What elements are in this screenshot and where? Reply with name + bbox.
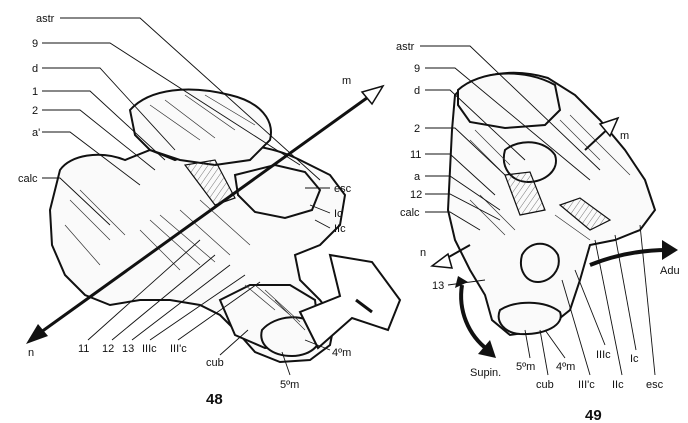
fig48-label-d: d (32, 63, 38, 75)
fig48-label-n: n (28, 347, 34, 359)
fig48-label-1: 1 (32, 86, 38, 98)
fig48-label-IIc: IIc (334, 223, 346, 235)
fig49-label-12: 12 (410, 189, 422, 201)
fig48-label-m: m (342, 75, 351, 87)
fig49-label-esc: esc (646, 379, 664, 391)
fig49-label-5m: 5ºm (516, 361, 535, 373)
fig48-label-12: 12 (102, 343, 114, 355)
figure-48-number: 48 (206, 391, 223, 408)
figure-49-cuboid (521, 244, 559, 282)
fig48-label-11: 11 (78, 343, 89, 355)
fig49-label-Adu: Adu (660, 265, 680, 277)
figure-49-number: 49 (585, 407, 602, 423)
fig49-label-calc: calc (400, 207, 420, 219)
figure-49-talus (458, 74, 560, 128)
fig49-label-IIIc: IIIc (596, 349, 611, 361)
fig49-label-11: 11 (410, 149, 421, 161)
fig49-label-IIc: IIc (612, 379, 624, 391)
fig49-label-astr: astr (396, 41, 415, 53)
fig49-label-n: n (420, 247, 426, 259)
fig48-label-2: 2 (32, 105, 38, 117)
figure-49-adduction-arrow-icon (662, 240, 678, 260)
figure-48-axis-arrow-n-icon (26, 324, 48, 344)
figure-49: astr 9 d 2 11 a 12 calc n 13 m Adu Supin… (396, 41, 680, 423)
fig49-label-2: 2 (414, 123, 420, 135)
fig48-label-cub: cub (206, 357, 224, 369)
fig49-label-Ic: Ic (630, 353, 639, 365)
fig49-label-d: d (414, 85, 420, 97)
fig48-label-9: 9 (32, 38, 38, 50)
fig49-label-cub: cub (536, 379, 554, 391)
figure-48-axis-arrow-m-icon (362, 86, 383, 104)
fig49-label-9: 9 (414, 63, 420, 75)
fig48-label-astr: astr (36, 13, 55, 25)
fig49-label-13: 13 (432, 280, 444, 292)
fig48-label-13: 13 (122, 343, 134, 355)
fig49-label-IIIprime-c: III'c (578, 379, 595, 391)
figure-49-arrow-n-icon (432, 254, 452, 268)
fig49-label-m: m (620, 130, 629, 142)
fig49-label-a: a (414, 171, 421, 183)
figure-48: astr 9 d 1 2 a' calc m esc Ic IIc n 11 1… (18, 13, 400, 408)
figure-49-metatarsal-base (499, 303, 561, 334)
fig48-label-IIIprime-c: III'c (170, 343, 187, 355)
fig49-label-supin: Supin. (470, 367, 501, 379)
fig49-label-4m: 4ºm (556, 361, 575, 373)
fig48-label-Ic: Ic (334, 208, 343, 220)
fig48-label-a-prime: a' (32, 127, 40, 139)
fig48-label-calc: calc (18, 173, 38, 185)
fig48-label-5m: 5ºm (280, 379, 299, 391)
fig48-label-esc: esc (334, 183, 352, 195)
fig48-label-IIIc: IIIc (142, 343, 157, 355)
fig48-label-4m: 4ºm (332, 347, 351, 359)
